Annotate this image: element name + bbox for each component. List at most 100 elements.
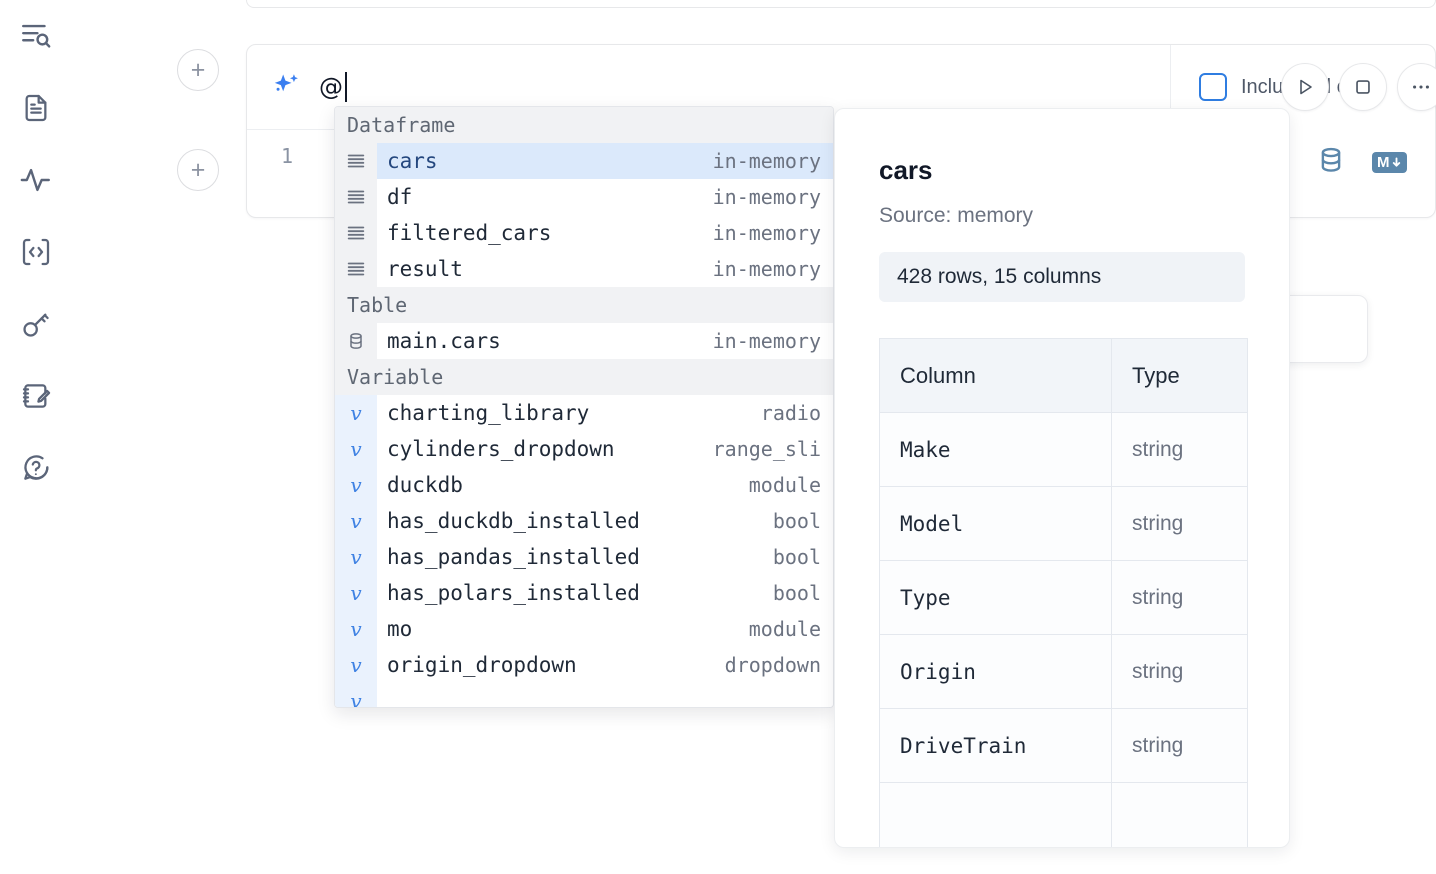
add-cell-above-button[interactable]: +: [177, 49, 219, 91]
text-caret: [344, 72, 347, 102]
autocomplete-item[interactable]: filtered_cars in-memory: [335, 215, 833, 251]
schema-column-name: Model: [879, 486, 1112, 561]
variable-icon: v: [335, 575, 377, 611]
autocomplete-item-type: in-memory: [712, 329, 821, 353]
autocomplete-item-name: main.cars: [387, 329, 501, 353]
markdown-badge-text: M: [1377, 154, 1390, 171]
autocomplete-item-name: cylinders_dropdown: [387, 437, 615, 461]
autocomplete-item-type: in-memory: [712, 185, 821, 209]
autocomplete-item-type: module: [748, 473, 821, 497]
schema-column-type: string: [1111, 708, 1248, 783]
autocomplete-item-type: in-memory: [712, 221, 821, 245]
outline-search-icon[interactable]: [14, 14, 58, 58]
header-type: Type: [1111, 338, 1248, 413]
autocomplete-item-partial[interactable]: v: [335, 683, 833, 707]
more-actions-button[interactable]: [1397, 63, 1436, 111]
autocomplete-item[interactable]: v has_polars_installed bool: [335, 575, 833, 611]
code-brackets-icon[interactable]: [14, 230, 58, 274]
autocomplete-item-name: filtered_cars: [387, 221, 552, 245]
cell-run-controls: [1281, 63, 1436, 111]
variable-icon: v: [335, 467, 377, 503]
autocomplete-item-type: bool: [772, 581, 821, 605]
ai-prompt-input[interactable]: @: [319, 67, 1172, 107]
stop-button[interactable]: [1339, 63, 1387, 111]
run-button[interactable]: [1281, 63, 1329, 111]
variable-icon: v: [335, 683, 377, 707]
schema-column-name: Type: [879, 560, 1112, 635]
sparkle-icon: [269, 70, 303, 104]
help-bubble-icon[interactable]: [14, 446, 58, 490]
dataframe-icon: [335, 251, 377, 287]
schema-column-name: [879, 782, 1112, 847]
activity-pulse-icon[interactable]: [14, 158, 58, 202]
schema-column-name: Origin: [879, 634, 1112, 709]
preview-shape-badge: 428 rows, 15 columns: [879, 252, 1245, 302]
autocomplete-item[interactable]: result in-memory: [335, 251, 833, 287]
dataframe-icon: [335, 143, 377, 179]
left-icon-rail: [0, 0, 72, 874]
autocomplete-item-name: origin_dropdown: [387, 653, 577, 677]
dataframe-icon: [335, 179, 377, 215]
header-column: Column: [879, 338, 1112, 413]
autocomplete-item[interactable]: main.cars in-memory: [335, 323, 833, 359]
schema-column-type: string: [1111, 486, 1248, 561]
autocomplete-item-type: in-memory: [712, 149, 821, 173]
preview-source: Source: memory: [879, 204, 1034, 227]
line-number: 1: [280, 144, 293, 168]
database-icon[interactable]: [1316, 145, 1346, 180]
variable-icon: v: [335, 395, 377, 431]
autocomplete-item-type: in-memory: [712, 257, 821, 281]
code-editor-row[interactable]: 1: [247, 130, 1172, 218]
previous-cell-bottom-edge: [246, 0, 1436, 8]
autocomplete-item-type: dropdown: [724, 653, 821, 677]
schema-column-name: Make: [879, 412, 1112, 487]
autocomplete-item-name: cars: [387, 149, 438, 173]
dataframe-preview-panel: cars Source: memory 428 rows, 15 columns…: [834, 108, 1290, 848]
autocomplete-group-header: Table: [335, 287, 833, 323]
autocomplete-item[interactable]: v origin_dropdown dropdown: [335, 647, 833, 683]
markdown-icon[interactable]: M: [1372, 152, 1407, 173]
notebook-pencil-icon[interactable]: [14, 374, 58, 418]
ai-prompt-text: @: [319, 73, 344, 101]
schema-column-type: string: [1111, 560, 1248, 635]
autocomplete-item-name: mo: [387, 617, 413, 641]
autocomplete-item-type: radio: [760, 401, 821, 425]
variable-icon: v: [335, 431, 377, 467]
preview-title: cars: [879, 155, 933, 185]
autocomplete-item-name: df: [387, 185, 413, 209]
variable-icon: v: [335, 647, 377, 683]
checkbox-box[interactable]: [1199, 73, 1227, 101]
autocomplete-item-name: result: [387, 257, 463, 281]
autocomplete-item-type: bool: [772, 545, 821, 569]
autocomplete-item-name: [387, 689, 400, 707]
key-icon[interactable]: [14, 302, 58, 346]
autocomplete-item[interactable]: cars in-memory: [335, 143, 833, 179]
autocomplete-item[interactable]: df in-memory: [335, 179, 833, 215]
dataframe-icon: [335, 215, 377, 251]
schema-column-type: string: [1111, 634, 1248, 709]
autocomplete-item-name: has_polars_installed: [387, 581, 640, 605]
add-cell-below-button[interactable]: +: [177, 149, 219, 191]
variable-icon: v: [335, 611, 377, 647]
table-header-row: Column Type: [879, 338, 1248, 413]
file-text-icon[interactable]: [14, 86, 58, 130]
autocomplete-item-name: has_duckdb_installed: [387, 509, 640, 533]
autocomplete-item-name: has_pandas_installed: [387, 545, 640, 569]
variable-icon: v: [335, 503, 377, 539]
table-row-partial: [879, 782, 1248, 847]
autocomplete-item-type: module: [748, 617, 821, 641]
ai-prompt-row: @: [247, 45, 1172, 129]
